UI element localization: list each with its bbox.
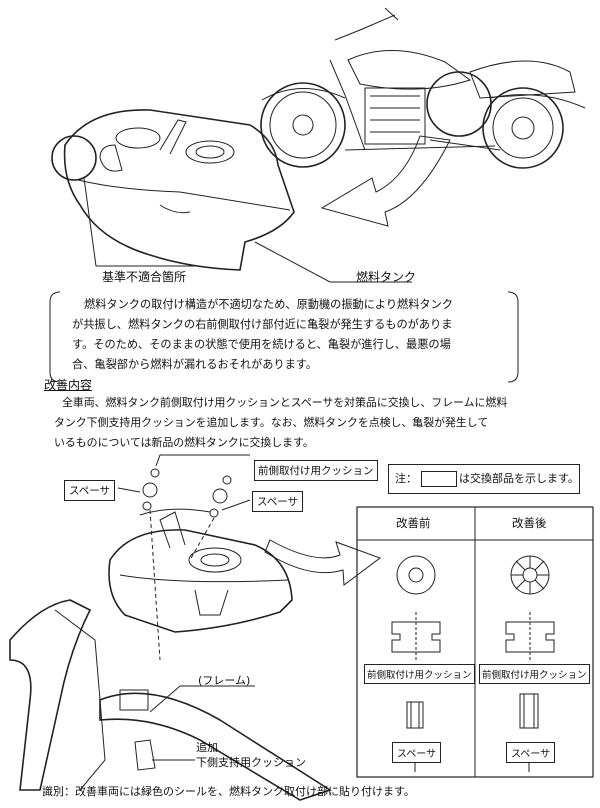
- leader-front-cushion: [155, 454, 250, 467]
- fuel-tank-illustration: [51, 109, 295, 271]
- added-label: 追加: [196, 741, 218, 754]
- problem-line: す。そのため、そのままの状態で使用を続けると、亀裂が進行し、最悪の場: [72, 338, 451, 351]
- remedy-line: 全車両、燃料タンク前側取付け用クッションとスペーサを対策品に交換し、フレームに燃…: [62, 396, 508, 409]
- before-header: 改善前: [396, 516, 431, 530]
- arrow-to-tank: [320, 135, 451, 227]
- remedy-paragraph: 全車両、燃料タンク前側取付け用クッションとスペーサを対策品に交換し、フレームに燃…: [54, 393, 507, 453]
- replacement-marker: [421, 471, 457, 487]
- exploded-tank-illustration: [9, 468, 332, 801]
- note-suffix: は交換部品を示します。: [459, 472, 579, 485]
- bracket-left: [49, 291, 61, 383]
- problem-paragraph: 燃料タンクの取付け構造が不適切なため、原動機の振動により燃料タンク が共振し、燃…: [72, 295, 453, 375]
- leader-spacer-right: [221, 499, 251, 511]
- before-spacer-label: スペーサ: [392, 742, 442, 763]
- problem-line: 燃料タンクの取付け構造が不適切なため、原動機の振動により燃料タンク: [84, 298, 453, 311]
- remedy-line: タンク下側支持用クッションを追加します。なお、燃料タンクを点検し、亀裂が発生して: [54, 416, 489, 429]
- remedy-heading: 改善内容: [44, 378, 93, 392]
- spacer-right-label: スペーサ: [252, 491, 304, 512]
- after-header: 改善後: [512, 516, 547, 530]
- arrow-to-comparison: [264, 539, 382, 586]
- lower-cushion-label: 下側支持用クッション: [196, 756, 306, 769]
- after-cushion-label: 前側取付け用クッション: [479, 664, 590, 684]
- after-spacer-label: スペーサ: [506, 742, 556, 763]
- comparison-table: [356, 506, 594, 778]
- leader-frame: [149, 685, 255, 713]
- motorcycle-illustration: [260, 7, 586, 169]
- note-box: 注： は交換部品を示します。: [388, 464, 580, 494]
- leader-tank: [254, 241, 412, 283]
- problem-line: が共振し、燃料タンクの右前側取付け部付近に亀裂が発生するものがありま: [72, 318, 453, 331]
- fuel-tank-label: 燃料タンク: [356, 270, 417, 284]
- note-prefix: 注：: [395, 472, 417, 485]
- bracket-right: [507, 291, 519, 383]
- remedy-line: いるものについては新品の燃料タンクに交換します。: [54, 436, 314, 449]
- before-cushion-label: 前側取付け用クッション: [364, 664, 475, 684]
- identification-footer: 識別：改善車両には緑色のシールを、燃料タンク取付け部に貼り付けます。: [42, 785, 415, 798]
- front-cushion-label: 前側取付け用クッション: [254, 460, 378, 481]
- spacer-left-label: スペーサ: [64, 480, 116, 501]
- leader-spacer-left: [117, 487, 141, 493]
- leader-defect: [83, 177, 196, 267]
- frame-label: (フレーム): [198, 674, 251, 687]
- defect-location-label: 基準不適合箇所: [102, 270, 187, 284]
- problem-line: 合、亀裂部から燃料が漏れるおそれがあります。: [72, 358, 318, 371]
